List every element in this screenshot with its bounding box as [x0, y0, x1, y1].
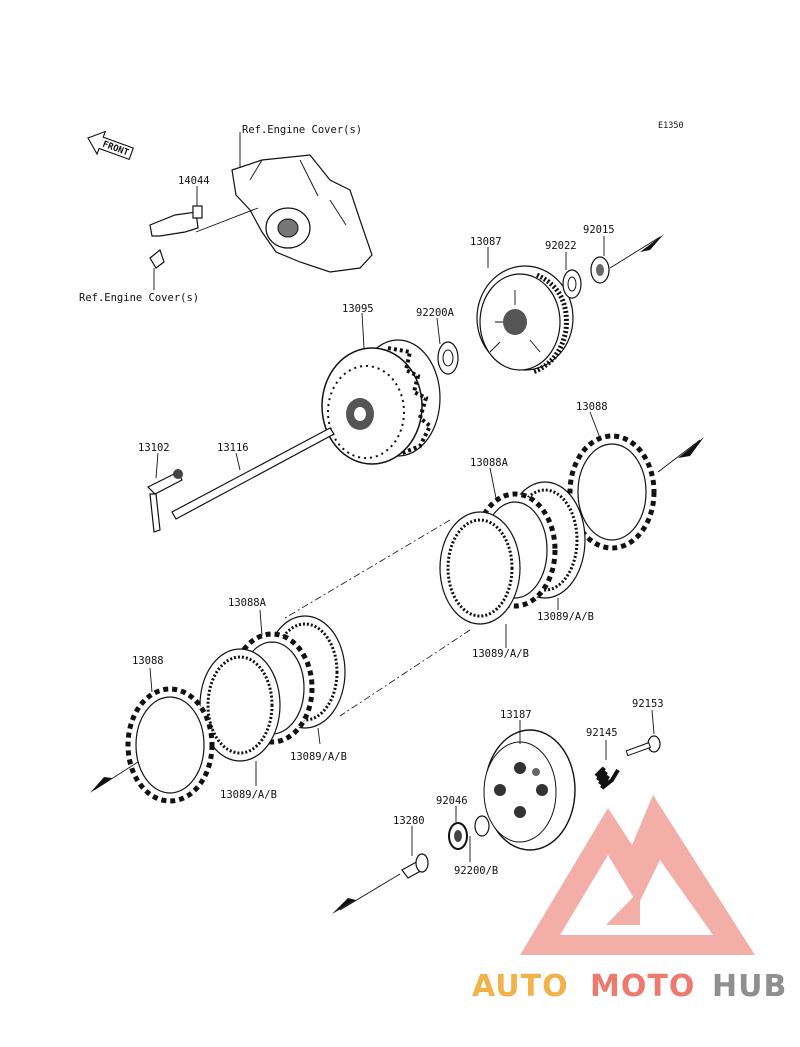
label-13187: 13187 — [500, 709, 532, 721]
label-13095: 13095 — [342, 303, 374, 315]
label-14044: 14044 — [178, 175, 210, 187]
label-92046: 92046 — [436, 795, 468, 807]
clutch-hub-part — [321, 339, 441, 465]
friction-plate-13088-left-part — [125, 686, 215, 804]
lever-13102-part — [146, 469, 183, 533]
release-lever-part — [149, 205, 203, 269]
watermark-moto: MOTO — [590, 969, 695, 1004]
ref-engine-cover-left: Ref.Engine Cover(s) — [79, 292, 199, 304]
bearing-92046-part — [448, 822, 468, 850]
label-13088-right: 13088 — [576, 401, 608, 413]
label-13087: 13087 — [470, 236, 502, 248]
watermark-text: AUTO MOTO HUB — [472, 969, 787, 1004]
ref-engine-cover-top: Ref.Engine Cover(s) — [242, 124, 362, 136]
label-92200b: 92200/B — [454, 865, 498, 877]
label-13089-right-a: 13089/A/B — [537, 611, 594, 623]
label-13280: 13280 — [393, 815, 425, 827]
label-92022: 92022 — [545, 240, 577, 252]
label-13088a-right: 13088A — [470, 457, 509, 469]
clutch-housing-part — [476, 265, 574, 375]
pusher-13280-part — [401, 853, 429, 879]
steel-plate-13089-right-b-part — [439, 511, 521, 625]
label-92200a: 92200A — [416, 307, 455, 319]
washer-92200b-part — [474, 815, 490, 837]
bolt-92153-part — [625, 735, 661, 757]
pushrod-13116-part — [171, 427, 335, 520]
label-13089-right-b: 13089/A/B — [472, 648, 529, 660]
friction-plate-13088-right-part — [567, 433, 657, 551]
label-13089-left-b: 13089/A/B — [220, 789, 277, 801]
watermark-logo-icon — [520, 795, 755, 955]
label-13089-left-a: 13089/A/B — [290, 751, 347, 763]
pressure-plate-13187-part — [483, 729, 576, 851]
label-13102: 13102 — [138, 442, 170, 454]
label-92153: 92153 — [632, 698, 664, 710]
engine-cover-part — [231, 154, 373, 273]
front-arrow-icon: FRONT — [87, 130, 134, 161]
steel-plate-13089-left-b-part — [199, 648, 281, 762]
spring-92145-part — [594, 766, 620, 790]
label-13088a-left: 13088A — [228, 597, 267, 609]
label-13116: 13116 — [217, 442, 249, 454]
label-13088-left: 13088 — [132, 655, 164, 667]
label-92145: 92145 — [586, 727, 618, 739]
diagram-code: E1350 — [658, 121, 684, 131]
watermark-auto: AUTO — [472, 969, 569, 1004]
label-92015: 92015 — [583, 224, 615, 236]
watermark-hub: HUB — [712, 969, 787, 1004]
